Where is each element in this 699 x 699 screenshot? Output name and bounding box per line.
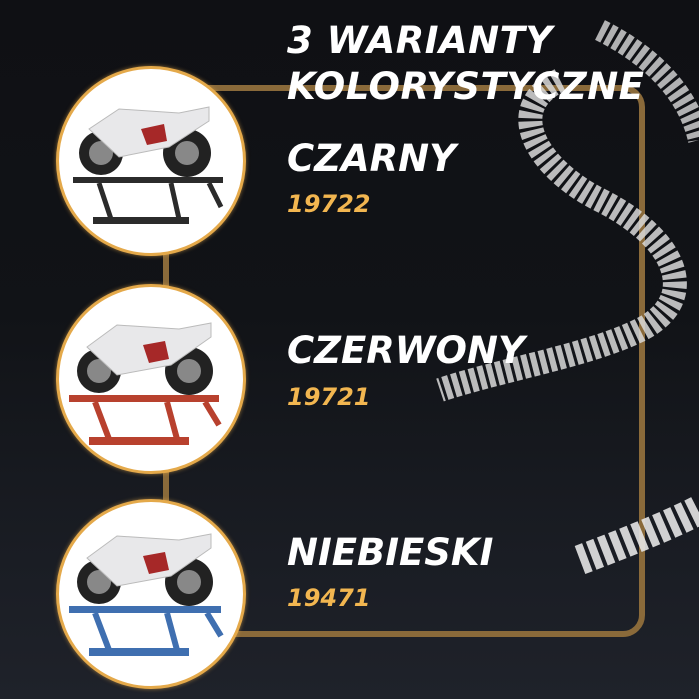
title-line-1: 3 WARIANTY xyxy=(287,19,553,62)
variant-code-red: 19721 xyxy=(287,383,371,411)
variant-image-black xyxy=(56,66,246,256)
motorcycle-lift-blue-icon xyxy=(69,533,224,656)
page-title: 3 WARIANTY KOLORYSTYCZNE xyxy=(287,18,644,110)
variant-name-black: CZARNY xyxy=(287,137,456,180)
variant-name-red: CZERWONY xyxy=(287,329,525,372)
variant-code-black: 19722 xyxy=(287,190,371,218)
title-line-2: KOLORYSTYCZNE xyxy=(287,65,645,108)
variant-code-blue: 19471 xyxy=(287,584,371,612)
motorcycle-lift-black-icon xyxy=(73,106,224,224)
variant-image-blue xyxy=(56,499,246,689)
variant-name-blue: NIEBIESKI xyxy=(287,531,494,574)
variant-image-red xyxy=(56,284,246,474)
motorcycle-lift-red-icon xyxy=(69,322,222,445)
